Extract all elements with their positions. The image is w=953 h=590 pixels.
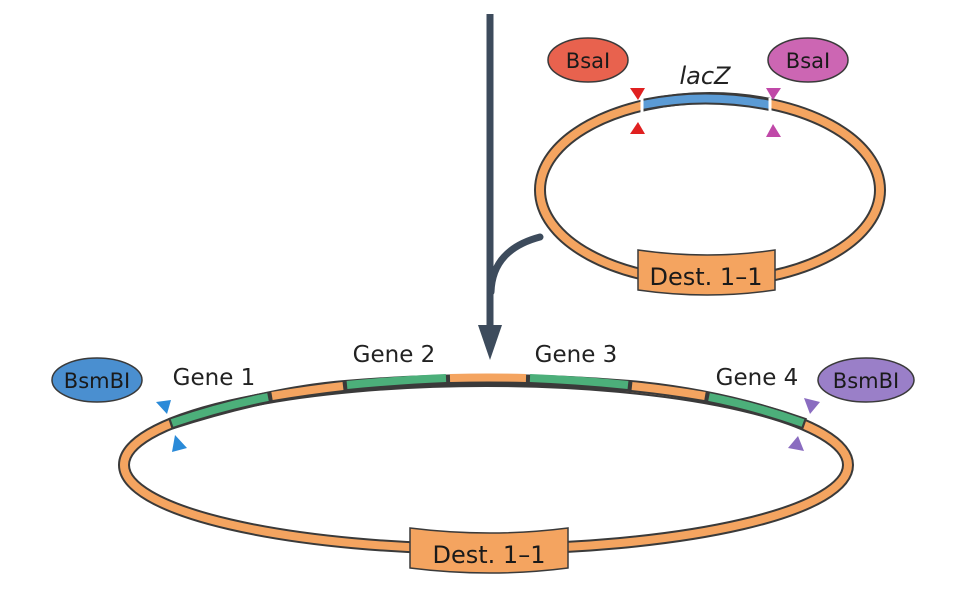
bsmbi-right-label: BsmBI [833,369,899,393]
top-plasmid: BsaI BsaI lacZ Dest. 1–1 [534,37,886,296]
top-dest-label: Dest. 1–1 [650,263,763,291]
bsmbi-site-right-top [804,398,820,414]
bsai-site-left-top [630,88,645,100]
lacz-label: lacZ [679,62,731,90]
bsai-site-right-top [766,88,781,100]
bsai-site-left-bottom [630,122,645,134]
assembly-arrow [478,14,544,360]
bsmbi-site-right-bottom [788,436,804,451]
top-dest-box [637,249,776,296]
gene-1-segment [170,393,269,427]
linker-2-segment [449,373,527,382]
gene-4-label: Gene 4 [716,365,799,391]
bottom-dest-label: Dest. 1–1 [433,541,546,569]
gene-2-segment [346,374,447,389]
arrow-head [478,325,502,360]
gene-4-segment [708,393,805,427]
bottom-plasmid: BsmBI BsmBI Gene 1 Gene 2 Gene 3 Gene 4 … [51,342,915,574]
bsai-enzyme-right [767,37,849,83]
linker-3-segment [631,382,706,400]
bsai-right-label: BsaI [786,49,830,73]
bsmbi-enzyme-right [817,357,915,403]
bottom-dest-box [409,527,569,574]
gene-2-label: Gene 2 [353,342,436,368]
lacz-segment [641,94,771,109]
bsai-site-right-bottom [766,124,781,137]
gene-1-label: Gene 1 [173,365,256,391]
bsai-left-label: BsaI [566,49,610,73]
bsai-enzyme-left [547,37,629,83]
bsmbi-site-left-bottom [172,435,187,452]
arrow-merge-curve [487,233,544,296]
bsmbi-site-left-top [156,400,171,414]
bsmbi-enzyme-left [51,357,143,403]
linker-1-segment [271,382,344,400]
gene-3-label: Gene 3 [535,342,618,368]
gene-3-segment [529,374,629,389]
bsmbi-left-label: BsmBI [64,369,130,393]
